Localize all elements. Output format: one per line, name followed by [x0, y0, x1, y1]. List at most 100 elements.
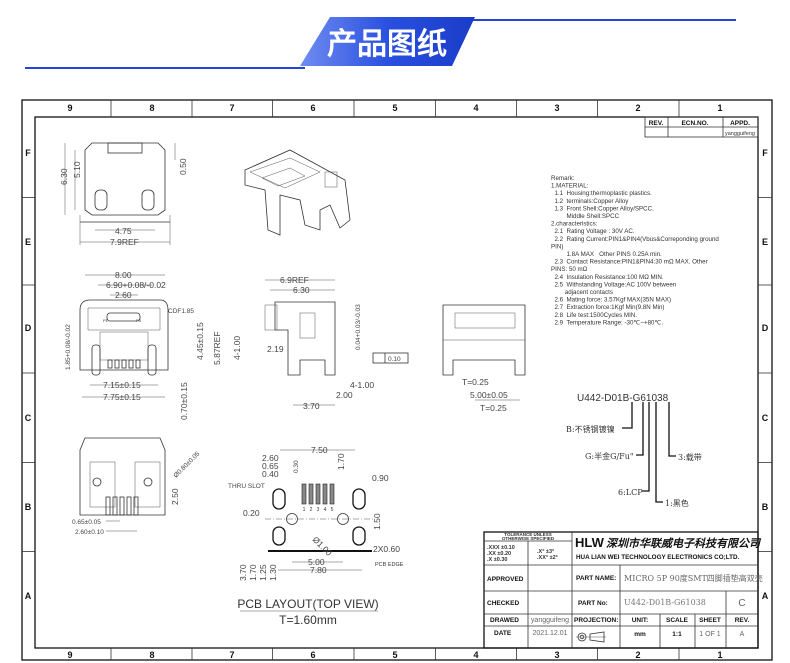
zone-column-label: 4 [473, 650, 478, 660]
zone-column-label: 1 [717, 103, 722, 113]
dim-label: 7.15±0.15 [103, 380, 141, 390]
zone-column-label: 5 [392, 103, 397, 113]
part-code: U442-D01B-G61038 [577, 393, 669, 404]
dim-label: 5.87REF [212, 331, 222, 365]
header-banner: 产品图纸 [25, 17, 736, 69]
zone-column-label: 9 [67, 103, 72, 113]
remark-line: 2.1 Rating Voltage : 30V AC. [551, 228, 635, 235]
dim-label: 0.50 [178, 158, 188, 175]
zone-row-label: D [762, 323, 769, 333]
dim-label: 0.70±0.15 [179, 382, 189, 420]
remark-line: 2.2 Rating Current:PIN1&PIN4(Vbus&Correp… [551, 236, 719, 243]
dim-label: 2.60 [262, 453, 279, 463]
tolerance-value: .XX ±0.20 [487, 551, 511, 557]
company-name-en: HUA LIAN WEI TECHNOLOGY ELECTRONICS CO;L… [576, 554, 739, 561]
dim-label: 7.80 [310, 565, 327, 575]
part-name: MICRO 5P 90度SMT四脚插垫高双壳 [624, 573, 763, 583]
zone-column-label: 2 [635, 103, 640, 113]
drawed-label: DRAWED [490, 617, 519, 624]
remark-line: 2.4 Insulation Resistance:100 MΩ MIN. [551, 274, 664, 281]
dim-label: 2.60 [115, 290, 132, 300]
zone-column-label: 6 [310, 650, 315, 660]
pcb-pad [322, 483, 328, 505]
drawed-value: yangguifeng [531, 617, 569, 624]
pcb-layout-title: PCB LAYOUT(TOP VIEW) [237, 597, 378, 611]
dim-label: T=0.25 [480, 403, 507, 413]
pad-number: 2 [310, 507, 313, 513]
dim-label: 0.65 [262, 461, 279, 471]
dim-label: 1.30 [268, 564, 278, 581]
date-label: DATE [494, 630, 512, 637]
terminal-pin [133, 496, 139, 516]
remark-line: 1.1 Housing:thermoplastic plastics. [551, 190, 652, 197]
pcb-layout: 7.50 2.60 0.65 0.40 0.30 1.70 0.90 THRU … [228, 445, 404, 627]
pcb-edge-label: PCB EDGE [375, 562, 404, 568]
dim-label: 7.9REF [110, 237, 139, 247]
pad-number: 5 [331, 507, 334, 513]
remark-line: Middle Shell:SPCC [551, 213, 620, 220]
dim-label: 0.90 [372, 473, 389, 483]
company-name-cn: 深圳市华联威电子科技有限公司 [606, 537, 762, 550]
zone-column-label: 3 [554, 103, 559, 113]
dim-label: 7.50 [311, 445, 328, 455]
zone-row-label: E [25, 237, 31, 247]
dim-label: 1.50 [372, 513, 382, 530]
zone-column-label: 6 [310, 103, 315, 113]
dim-label: 1.70 [336, 453, 346, 470]
rev-header: REV. [649, 120, 664, 127]
tolerance-value: .XX° ±2° [537, 555, 558, 561]
dim-label: 2.50 [170, 488, 180, 505]
remark-line: 2.7 Extraction force:1Kgf Min(9.8N Min) [551, 304, 664, 311]
dim-label: 5.10 [72, 161, 82, 178]
projection-symbol-icon [576, 631, 606, 643]
zone-column-label: 8 [149, 103, 154, 113]
zone-column-label: 2 [635, 650, 640, 660]
zone-row-label: C [25, 413, 32, 423]
zone-row-label: F [25, 148, 31, 158]
dim-label: 4-1.00 [232, 336, 242, 360]
dim-label: Ø1.00 [311, 534, 335, 558]
remark-line: 2.characteristics: [551, 221, 598, 228]
approved-label: APPROVED [487, 576, 524, 583]
remark-line: Remark: [551, 175, 575, 182]
tolerance-title: OTHERWISE SPECIFIED [502, 536, 555, 541]
dim-label: CDF1.85 [168, 308, 194, 315]
pin-label: P1 [103, 318, 109, 323]
code-b: B:不锈钢镀镍 [566, 424, 615, 434]
remark-line: 2.6 Mating force: 3.57Kgf MAX(35N MAX) [551, 297, 671, 304]
terminal-pin [105, 496, 111, 516]
pad-number: 3 [317, 507, 320, 513]
unit-label: UNIT: [632, 617, 649, 624]
part-no-label: PART No: [578, 600, 608, 607]
terminal-pin [119, 496, 125, 516]
dim-label: 1.25 [258, 564, 268, 581]
zone-row-label: D [25, 323, 32, 333]
zone-column-label: 4 [473, 103, 478, 113]
dim-label: 1.85+0.08/-0.02 [65, 324, 72, 370]
terminal-pin [114, 359, 120, 369]
part-code-legend: U442-D01B-G61038 B:不锈钢镀镍 G:半金G/Fu" 3:载带 … [566, 393, 702, 508]
rev-value: A [740, 631, 745, 638]
terminal-pin [128, 359, 134, 369]
appd-header: APPD. [730, 120, 750, 127]
unit-value: mm [634, 631, 646, 638]
part-no: U442-D01B-G61038 [624, 598, 706, 607]
view-bottom: Ø0.80±0.05 2.50 0.65±0.05 2.60±0.10 [72, 437, 202, 536]
page-title: 产品图纸 [327, 28, 447, 61]
remark-line: 1.2 terminals:Copper Alloy [551, 198, 629, 205]
terminal-pin [112, 496, 118, 516]
sheet-label: SHEET [699, 617, 721, 624]
dim-label: 6.90+0.08/-0.02 [106, 280, 166, 290]
code-3: 3:载带 [678, 452, 702, 462]
tolerance-value: .X° ±3° [537, 549, 554, 555]
dim-label: 0.30 [293, 460, 300, 473]
pcb-pad [308, 483, 314, 505]
thru-slot-label: THRU SLOT [228, 483, 265, 490]
title-block: TOLERANCE UNLESS OTHERWISE SPECIFIED .XX… [483, 531, 763, 649]
dim-label: 2X0.60 [373, 544, 400, 554]
scale-label: SCALE [666, 617, 689, 624]
dim-label: 6.30 [293, 285, 310, 295]
zone-column-label: 7 [229, 103, 234, 113]
terminal-pin [126, 496, 132, 516]
